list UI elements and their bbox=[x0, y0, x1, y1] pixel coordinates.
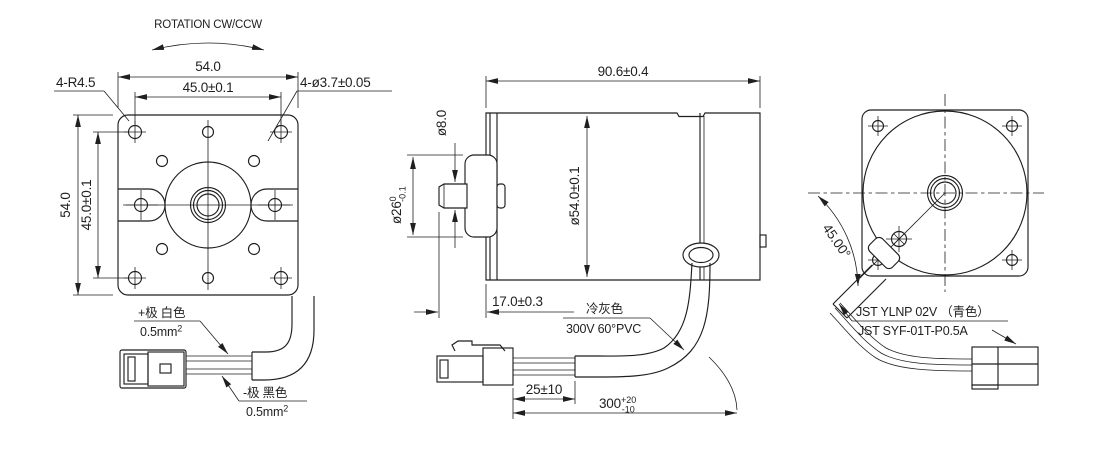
positive-wire-size: 0.5mm2 bbox=[140, 324, 182, 340]
positive-wire-label: +极 白色 bbox=[138, 305, 186, 320]
rear-connector bbox=[971, 346, 1039, 390]
side-connector bbox=[436, 340, 514, 386]
side-dim-shaft-dia: ø8.0 bbox=[434, 110, 458, 248]
front-view: ROTATION CW/CCW 54.0 45.0±0.1 54.0 45.0±… bbox=[54, 19, 392, 419]
shaft-boss bbox=[464, 154, 498, 238]
rear-dim-angle: 45.00° bbox=[817, 195, 861, 287]
front-cable bbox=[251, 296, 315, 381]
side-dim-shaft-len: 17.0±0.3 bbox=[414, 212, 574, 318]
side-cable bbox=[574, 262, 711, 378]
pilot-tab bbox=[496, 183, 506, 209]
negative-wire-size: 0.5mm2 bbox=[246, 404, 288, 420]
positive-wire-callout: +极 白色 0.5mm2 bbox=[134, 305, 229, 355]
dim-width-outer: 54.0 bbox=[195, 59, 220, 74]
cable-spec-label: 300V 60°PVC bbox=[566, 322, 641, 336]
rear-screw bbox=[886, 226, 912, 252]
rear-cable-gland bbox=[867, 236, 901, 270]
front-pilot-shaft bbox=[164, 161, 252, 249]
connector-callout: JST YLNP 02V （青色） JST SYF-01T-P0.5A bbox=[838, 303, 1017, 345]
dim-height-outer: 54.0 bbox=[58, 192, 73, 217]
dim-bolt-spacing-v: 45.0±0.1 bbox=[79, 180, 94, 231]
front-dim-width: 54.0 bbox=[117, 59, 299, 108]
side-dim-pilot-dia: ø260-0.1 bbox=[388, 154, 463, 238]
side-dim-cable-len: 300+20-10 bbox=[513, 356, 738, 416]
front-mount-hole-callout: 4-ø3.7±0.05 bbox=[267, 75, 392, 142]
front-corner-holes bbox=[124, 121, 292, 289]
side-dim-body-dia: ø54.0±0.1 bbox=[567, 116, 590, 277]
front-dim-height: 54.0 bbox=[58, 114, 113, 296]
dim-cable-length: 300+20-10 bbox=[599, 395, 636, 415]
rotation-arrow bbox=[151, 42, 265, 51]
side-view: 90.6±0.4 ø8.0 ø260-0.1 ø54.0±0.1 17.0±0.… bbox=[388, 64, 767, 419]
front-dim-bolt-v: 45.0±0.1 bbox=[79, 131, 128, 279]
front-connector bbox=[119, 349, 187, 389]
rotation-label: ROTATION CW/CCW bbox=[154, 19, 262, 31]
front-top-hole bbox=[201, 125, 215, 139]
front-dim-bolt-h: 45.0±0.1 bbox=[134, 80, 282, 124]
side-body bbox=[485, 112, 767, 281]
negative-wire-callout: -极 黑色 0.5mm2 bbox=[221, 375, 307, 420]
side-cable-gland bbox=[682, 242, 720, 268]
dim-shaft-dia: ø8.0 bbox=[434, 110, 449, 136]
front-vent-holes bbox=[155, 154, 261, 256]
dim-body-dia: ø54.0±0.1 bbox=[567, 167, 582, 226]
side-dim-length: 90.6±0.4 bbox=[485, 64, 761, 108]
front-bottom-hole bbox=[201, 271, 215, 285]
dim-shaft-length: 17.0±0.3 bbox=[492, 294, 543, 309]
rear-shaft-rings bbox=[926, 174, 964, 212]
connector-housing-label: JST YLNP 02V （青色） bbox=[856, 304, 989, 319]
dim-lead-length: 25±10 bbox=[526, 382, 562, 397]
negative-wire-label: -极 黑色 bbox=[243, 385, 288, 400]
dim-bolt-spacing-h: 45.0±0.1 bbox=[183, 80, 234, 95]
dim-pilot-dia: ø260-0.1 bbox=[388, 186, 408, 224]
side-lead-wires bbox=[513, 357, 575, 376]
front-lead-wires bbox=[186, 355, 252, 375]
front-corner-radius-callout: 4-R4.5 bbox=[54, 75, 130, 122]
rear-view: 45.00° JST YLNP 02V （青色） JST SYF-01T-P0.… bbox=[808, 94, 1044, 390]
connector-terminal-label: JST SYF-01T-P0.5A bbox=[858, 324, 968, 338]
terminal-tab bbox=[759, 234, 767, 248]
shaft bbox=[438, 183, 468, 209]
dim-length: 90.6±0.4 bbox=[598, 64, 650, 79]
cable-spec-callout: 冷灰色 300V 60°PVC bbox=[563, 301, 685, 351]
rear-cable bbox=[829, 264, 973, 372]
cable-color-label: 冷灰色 bbox=[586, 301, 624, 316]
mount-hole-label: 4-ø3.7±0.05 bbox=[300, 75, 371, 90]
corner-radius-label: 4-R4.5 bbox=[56, 75, 95, 90]
